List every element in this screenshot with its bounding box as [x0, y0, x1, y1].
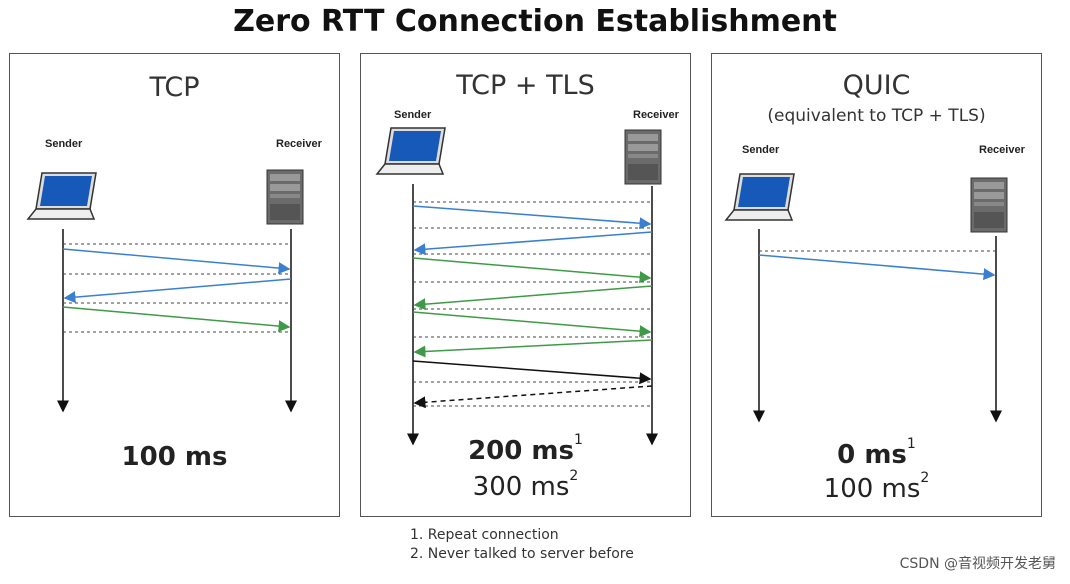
laptop-icon [724, 173, 795, 221]
timing-primary: 0 ms1 [837, 436, 916, 470]
server-icon [624, 129, 662, 185]
panel-title: QUIC [842, 70, 911, 101]
sender-label: Sender [394, 109, 432, 121]
receiver-label: Receiver [633, 109, 679, 121]
laptop-icon [26, 172, 97, 220]
timing-primary: 100 ms [121, 442, 228, 472]
footnotes: 1. Repeat connection 2. Never talked to … [410, 526, 634, 564]
server-icon [266, 169, 304, 225]
panel-title: TCP [149, 72, 200, 103]
panel-tcp: TCP Sender Receiver 100 ms [9, 53, 340, 517]
sender-label: Sender [742, 144, 780, 156]
panel-quic: QUIC (equivalent to TCP + TLS) Sender Re… [711, 53, 1042, 517]
receiver-label: Receiver [979, 144, 1025, 156]
server-icon [970, 177, 1008, 233]
footnote: 2. Never talked to server before [410, 546, 634, 562]
panel-title: TCP + TLS [456, 70, 595, 101]
sequence-diagram [26, 169, 304, 413]
page-title: Zero RTT Connection Establishment [233, 4, 837, 39]
panel-tcp-tls: TCP + TLS Sender Receiver [360, 53, 691, 517]
sequence-diagram [375, 127, 662, 446]
footnote: 1. Repeat connection [410, 527, 559, 543]
timing-primary: 200 ms1 [468, 432, 583, 466]
laptop-icon [375, 127, 446, 175]
receiver-label: Receiver [276, 138, 322, 150]
timing-secondary: 300 ms2 [472, 468, 579, 502]
watermark: CSDN @音视频开发老舅 [899, 556, 1056, 572]
panel-subtitle: (equivalent to TCP + TLS) [767, 106, 986, 126]
timing-secondary: 100 ms2 [823, 470, 930, 504]
sender-label: Sender [45, 138, 83, 150]
sequence-diagram [724, 173, 1008, 423]
